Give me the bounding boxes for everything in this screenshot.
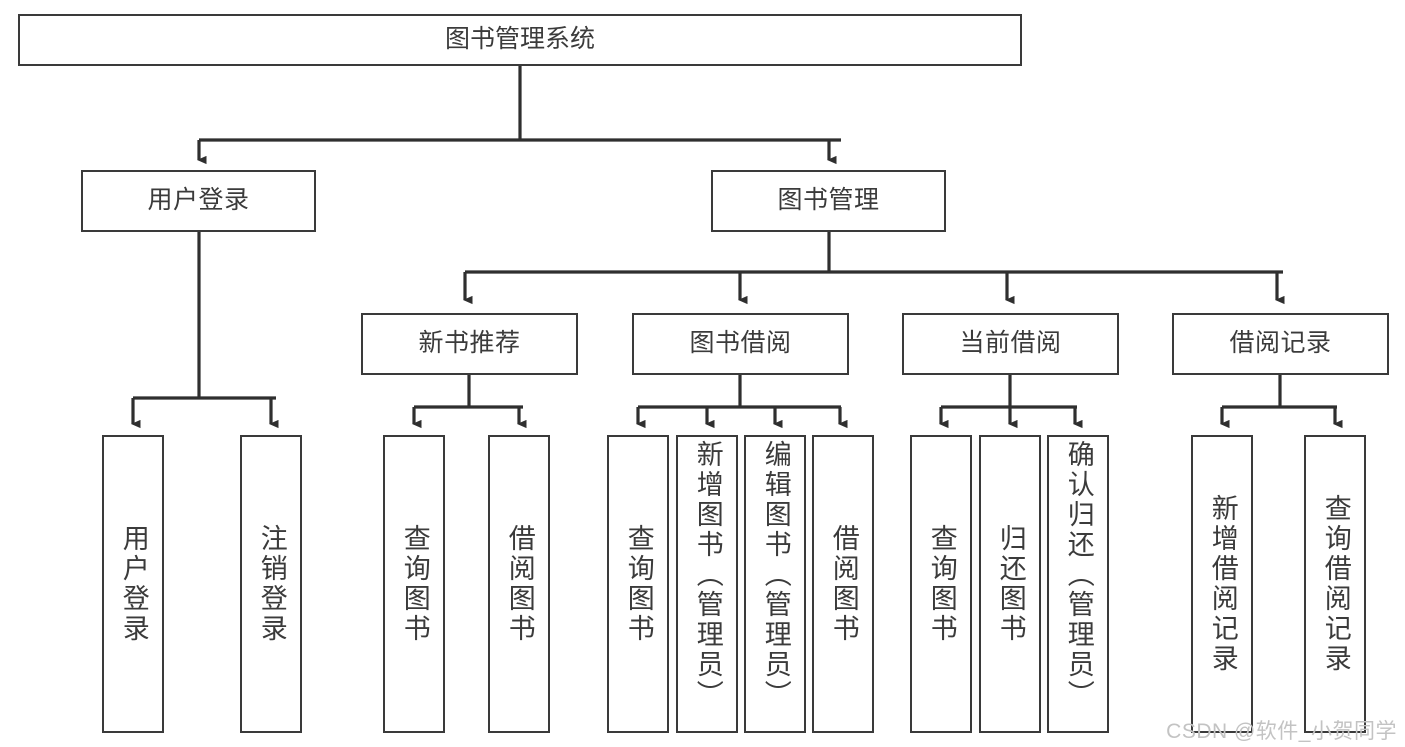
node-label: 确认归还（管理员） [1063, 440, 1094, 710]
leaf-return-book[interactable]: 归还图书 [979, 435, 1041, 733]
node-label: 查询图书 [399, 524, 430, 644]
node-label: 借阅记录 [1229, 329, 1332, 358]
node-label: 用户登录 [147, 186, 250, 215]
node-label: 借阅图书 [828, 524, 859, 644]
node-label: 查询图书 [623, 524, 654, 644]
leaf-query-book-recommend[interactable]: 查询图书 [383, 435, 445, 733]
leaf-add-borrow-record[interactable]: 新增借阅记录 [1191, 435, 1253, 733]
node-book-borrow[interactable]: 图书借阅 [632, 313, 849, 375]
node-label: 查询图书 [926, 524, 957, 644]
leaf-borrow-book[interactable]: 借阅图书 [812, 435, 874, 733]
node-label: 注销登录 [256, 524, 287, 644]
node-borrow-record[interactable]: 借阅记录 [1172, 313, 1389, 375]
leaf-borrow-book-recommend[interactable]: 借阅图书 [488, 435, 550, 733]
node-label: 查询借阅记录 [1320, 494, 1351, 674]
node-label: 用户登录 [118, 524, 149, 644]
watermark: CSDN @软件_小贺同学 [1166, 720, 1397, 743]
leaf-query-book-borrow[interactable]: 查询图书 [607, 435, 669, 733]
leaf-add-book-admin[interactable]: 新增图书（管理员） [676, 435, 738, 733]
node-label: 归还图书 [995, 524, 1026, 644]
node-new-book-recommend[interactable]: 新书推荐 [361, 313, 578, 375]
node-label: 新书推荐 [418, 329, 521, 358]
leaf-user-login[interactable]: 用户登录 [102, 435, 164, 733]
leaf-query-book-current[interactable]: 查询图书 [910, 435, 972, 733]
node-label: 图书借阅 [689, 329, 792, 358]
node-label: 新增图书（管理员） [692, 440, 723, 710]
leaf-logout[interactable]: 注销登录 [240, 435, 302, 733]
node-root-book-management-system[interactable]: 图书管理系统 [18, 14, 1022, 66]
node-current-borrow[interactable]: 当前借阅 [902, 313, 1119, 375]
node-label: 编辑图书（管理员） [760, 440, 791, 710]
node-label: 图书管理 [777, 186, 880, 215]
node-label: 当前借阅 [959, 329, 1062, 358]
node-label: 新增借阅记录 [1207, 494, 1238, 674]
leaf-query-borrow-record[interactable]: 查询借阅记录 [1304, 435, 1366, 733]
node-user-login[interactable]: 用户登录 [81, 170, 316, 232]
leaf-edit-book-admin[interactable]: 编辑图书（管理员） [744, 435, 806, 733]
node-book-management[interactable]: 图书管理 [711, 170, 946, 232]
node-label: 借阅图书 [504, 524, 535, 644]
leaf-confirm-return-admin[interactable]: 确认归还（管理员） [1047, 435, 1109, 733]
node-label: 图书管理系统 [444, 25, 595, 54]
